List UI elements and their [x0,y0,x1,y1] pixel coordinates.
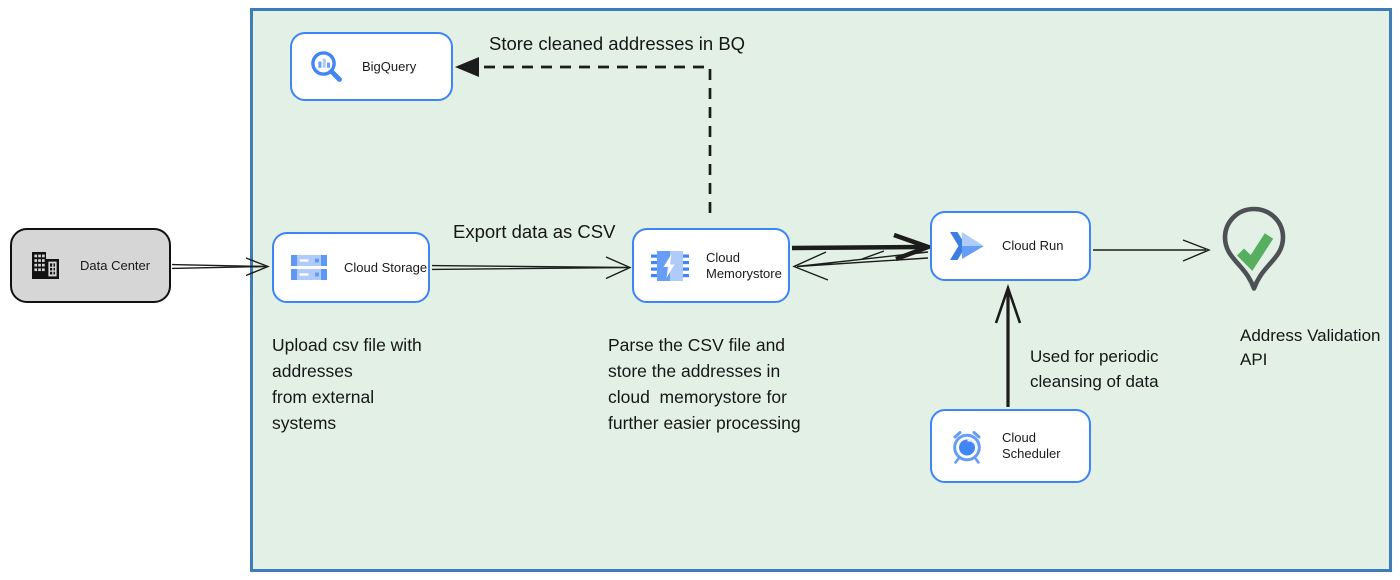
annotation-periodic-note: Used for periodic cleansing of data [1030,347,1159,391]
node-cloud-storage[interactable]: Cloud Storage [272,232,430,303]
node-cloud-scheduler[interactable]: Cloud Scheduler [930,409,1091,483]
annotation-upload-note: Upload csv file with addresses from exte… [272,335,422,433]
map-pin-check-icon [1221,206,1287,310]
gcp-project-boundary [250,8,1392,572]
annotation-parse-note: Parse the CSV file and store the address… [608,335,801,433]
node-data-center[interactable]: Data Center [10,228,171,303]
node-label-cloud-memorystore: Cloud Memorystore [706,249,782,281]
node-bigquery[interactable]: BigQuery [290,32,453,101]
node-label-data-center: Data Center [80,257,151,273]
node-cloud-run[interactable]: Cloud Run [930,211,1091,281]
node-label-address-validation-api: Address Validation API [1240,326,1381,369]
building-icon [29,250,63,281]
annotation-export-csv: Export data as CSV [453,221,616,242]
node-address-validation-api[interactable] [1221,206,1287,311]
cloud-run-chevron-icon [949,232,985,260]
node-label-cloud-storage: Cloud Storage [344,259,428,275]
bigquery-magnifier-icon [309,49,345,85]
node-cloud-memorystore[interactable]: Cloud Memorystore [632,228,790,303]
annotation-store-cleaned-bq: Store cleaned addresses in BQ [489,33,746,54]
scheduler-alarm-clock-icon [949,428,985,465]
node-label-cloud-scheduler: Cloud Scheduler [1002,430,1061,461]
node-label-cloud-run: Cloud Run [1002,238,1064,253]
memorystore-chip-icon [651,250,689,282]
node-label-bigquery: BigQuery [362,58,417,74]
storage-buckets-icon [291,253,327,283]
